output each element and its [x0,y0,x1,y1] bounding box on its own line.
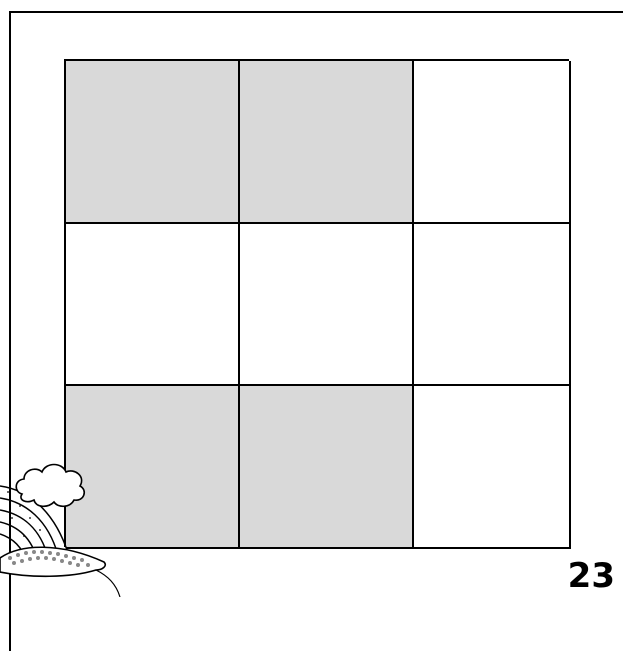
grid-cell-r3-c2 [240,386,414,549]
page-number: 23 [568,559,615,593]
rainbow-cloud-pot-of-gold-icon [0,458,130,597]
tic-tac-toe-grid [64,59,569,547]
grid-cell-r2-c1 [66,224,240,386]
grid-cell-r3-c3 [414,386,571,549]
grid-cell-r2-c3 [414,224,571,386]
grid-cell-r2-c2 [240,224,414,386]
grid-cell-r1-c1 [66,61,240,224]
grid-cell-r1-c2 [240,61,414,224]
grid-cell-r1-c3 [414,61,571,224]
